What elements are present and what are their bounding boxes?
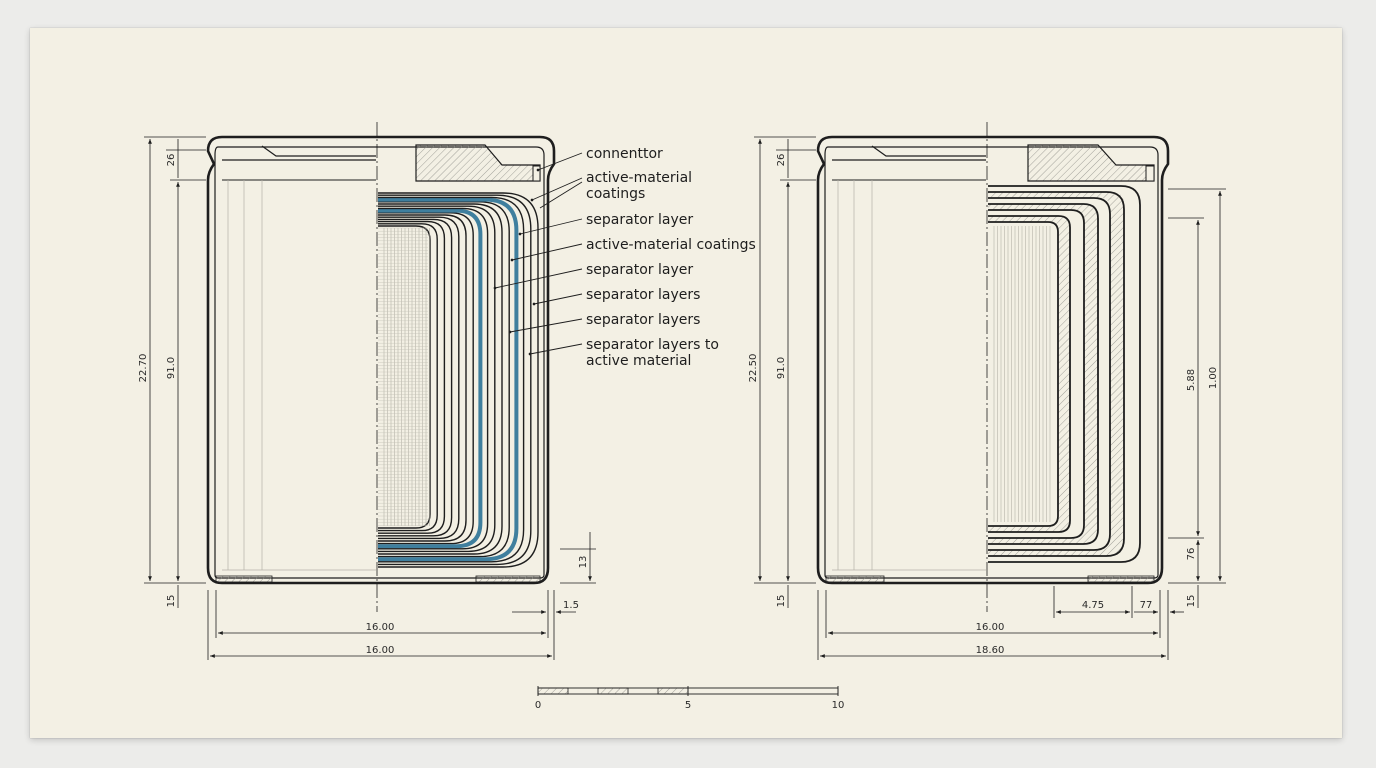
separator-layer	[378, 196, 525, 563]
dim-right-r3: 76	[1186, 548, 1197, 561]
dim-left-overall: 22.70	[138, 354, 149, 383]
separator-layer	[378, 192, 539, 568]
separator-layer	[378, 214, 467, 542]
left-dimension-labels: 26 22.70 91.0 15 13 1.5 16.00 16.00	[138, 154, 589, 656]
dim-right-inner: 91.0	[776, 357, 787, 379]
separator-layer	[378, 223, 438, 532]
scale-bar: 0 5 10	[535, 686, 845, 711]
hatched-band	[988, 216, 1070, 532]
left-can-outer	[206, 135, 556, 585]
left-top-cap	[415, 144, 541, 182]
hatched-band	[988, 192, 1124, 556]
right-dimension-labels: 26 22.50 91.0 15 5.88 1.00 76 15 4.75 77…	[748, 154, 1219, 656]
separator-layer	[378, 201, 510, 558]
dim-left-inner: 91.0	[166, 357, 177, 379]
right-top-cap	[1027, 144, 1155, 182]
separator-layer	[378, 212, 474, 545]
dim-right-width-inner: 16.00	[976, 622, 1005, 633]
separator-layer	[378, 194, 532, 566]
hatched-band	[988, 204, 1098, 544]
separator-layer	[378, 218, 453, 537]
electrode-layer	[988, 191, 1125, 557]
left-cell-drawing	[206, 122, 556, 612]
separator-layer	[378, 216, 460, 540]
electrode-layer	[988, 185, 1141, 563]
dim-left-width-outer: 16.00	[366, 645, 395, 656]
dim-right-bottom: 15	[776, 595, 787, 608]
left-electrode-layers	[378, 192, 539, 568]
callout-separator-3: separator layers	[586, 287, 700, 303]
scale-tick-5: 5	[685, 700, 691, 711]
right-electrode-layers	[988, 185, 1141, 563]
dim-left-width-inner: 16.00	[366, 622, 395, 633]
dim-left-gap: 13	[578, 556, 589, 569]
active-material-layer	[378, 197, 519, 562]
dim-right-r1: 5.88	[1186, 369, 1197, 391]
callout-separator-4: separator layers	[586, 312, 700, 328]
separator-layer	[378, 205, 496, 553]
right-cell-drawing	[816, 122, 1170, 612]
electrode-layer	[988, 197, 1111, 551]
callout-coatings-2: active-material coatings	[586, 237, 756, 253]
callout-separator-1: separator layer	[586, 212, 693, 228]
dim-left-top: 26	[166, 154, 177, 167]
separator-layer	[378, 203, 503, 555]
dim-right-w2: 77	[1140, 600, 1153, 611]
separator-layer	[378, 225, 431, 529]
left-dimensions	[144, 136, 596, 660]
dim-right-r4: 15	[1186, 595, 1197, 608]
electrode-layer	[988, 209, 1085, 539]
right-dimensions	[754, 136, 1226, 660]
scale-tick-10: 10	[832, 700, 845, 711]
separator-layer	[378, 207, 489, 550]
dim-right-w1: 4.75	[1082, 600, 1104, 611]
separator-layer	[378, 220, 446, 534]
dim-right-overall: 22.50	[748, 354, 759, 383]
electrode-layer	[988, 203, 1099, 545]
callout-separator-2: separator layer	[586, 262, 693, 278]
dim-right-width-outer: 18.60	[976, 645, 1005, 656]
dim-left-edge: 1.5	[563, 600, 579, 611]
dim-right-r2: 1.00	[1208, 367, 1219, 389]
callout-connector: connenttor	[586, 146, 663, 162]
dim-right-top: 26	[776, 154, 787, 167]
dim-left-bottom: 15	[166, 595, 177, 608]
electrode-layer	[988, 215, 1071, 533]
scale-tick-0: 0	[535, 700, 541, 711]
electrode-layer	[988, 221, 1059, 527]
active-material-layer	[378, 208, 483, 549]
right-can-outer	[816, 135, 1170, 585]
